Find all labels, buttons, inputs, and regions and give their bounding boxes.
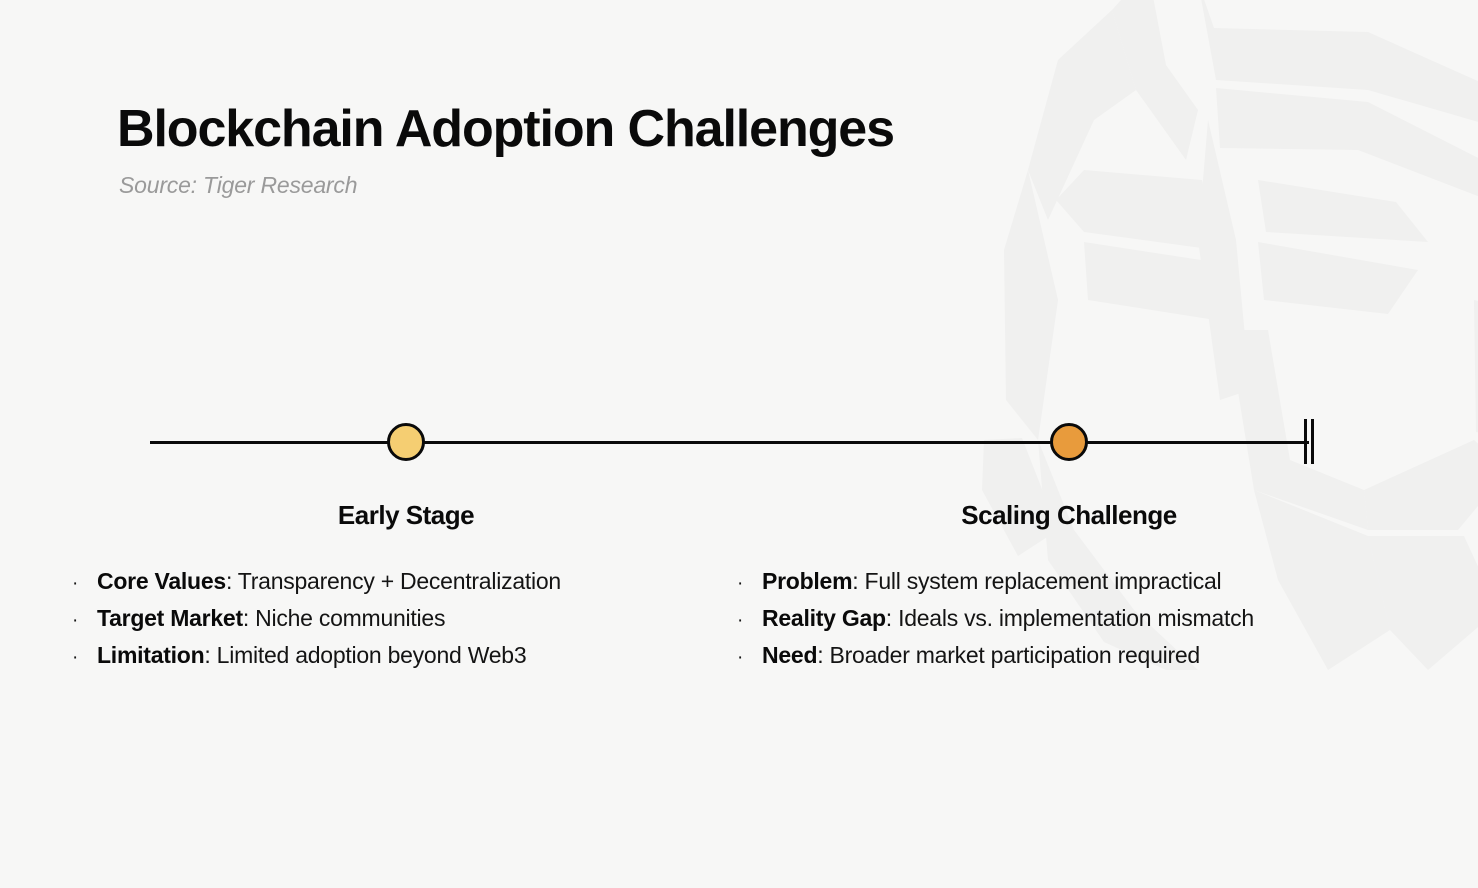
source-subtitle: Source: Tiger Research: [119, 172, 358, 199]
bullet-text: : Transparency + Decentralization: [225, 568, 561, 594]
bullet-dot-icon: ·: [737, 610, 744, 631]
list-item: · Target Market: Niche communities: [72, 601, 561, 638]
bullet-list-scaling-challenge: · Problem: Full system replacement impra…: [737, 564, 1254, 675]
bullet-term: Reality Gap: [762, 605, 886, 631]
bullet-dot-icon: ·: [737, 573, 744, 594]
bullet-dot-icon: ·: [737, 647, 744, 668]
header: Blockchain Adoption Challenges Source: T…: [117, 100, 895, 199]
timeline-node-early-stage[interactable]: [387, 423, 425, 461]
bullet-term: Target Market: [97, 605, 243, 631]
timeline-node-scaling-challenge[interactable]: [1050, 423, 1088, 461]
timeline-end-cap-bar-2: [1311, 419, 1314, 464]
bullet-dot-icon: ·: [72, 610, 79, 631]
bullet-text: : Limited adoption beyond Web3: [204, 642, 527, 668]
list-item: · Core Values: Transparency + Decentrali…: [72, 564, 561, 601]
bullet-text: : Full system replacement impractical: [852, 568, 1222, 594]
bullet-term: Core Values: [97, 568, 226, 594]
page-title: Blockchain Adoption Challenges: [117, 100, 895, 158]
bullet-dot-icon: ·: [72, 647, 79, 668]
stage-early-stage: Early Stage: [206, 500, 606, 531]
bullet-text: : Niche communities: [242, 605, 446, 631]
timeline-end-cap-bar-1: [1304, 419, 1307, 464]
bullet-term: Limitation: [97, 642, 205, 668]
bullet-dot-icon: ·: [72, 573, 79, 594]
bullet-text: : Broader market participation required: [817, 642, 1200, 668]
list-item: · Reality Gap: Ideals vs. implementation…: [737, 601, 1254, 638]
list-item: · Problem: Full system replacement impra…: [737, 564, 1254, 601]
bullet-term: Problem: [762, 568, 853, 594]
timeline-axis-line: [150, 441, 1309, 444]
bullet-term: Need: [762, 642, 818, 668]
bullet-text: : Ideals vs. implementation mismatch: [885, 605, 1254, 631]
bullet-list-early-stage: · Core Values: Transparency + Decentrali…: [72, 564, 561, 675]
list-item: · Need: Broader market participation req…: [737, 638, 1254, 675]
stage-scaling-challenge: Scaling Challenge: [869, 500, 1269, 531]
stage-label-early-stage: Early Stage: [337, 500, 475, 530]
stage-label-scaling-challenge: Scaling Challenge: [961, 500, 1177, 530]
list-item: · Limitation: Limited adoption beyond We…: [72, 638, 561, 675]
